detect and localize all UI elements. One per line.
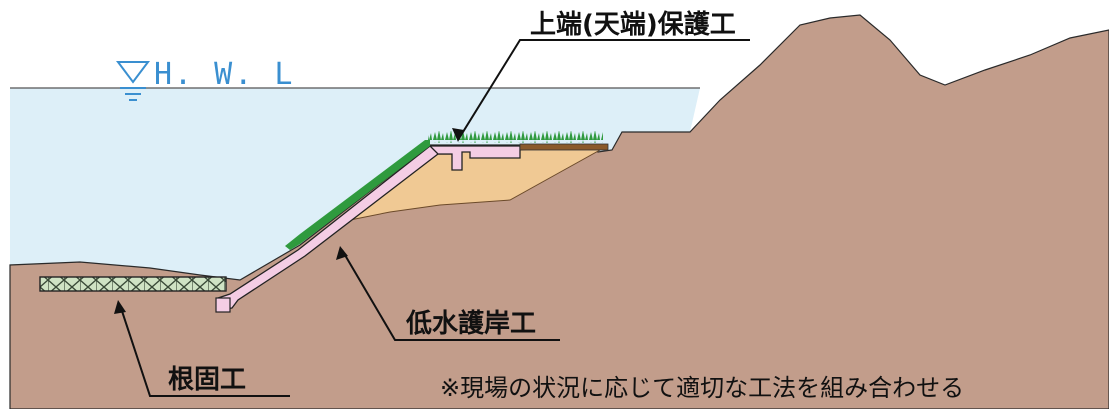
footnote: ※現場の状況に応じて適切な工法を組み合わせる xyxy=(440,374,964,402)
arrow-revetment xyxy=(336,246,348,260)
top-protection-label: 上端(天端)保護工 xyxy=(530,9,736,40)
root-protection-mat xyxy=(39,276,227,292)
leader-top-protection xyxy=(457,39,750,141)
top-protection-shape xyxy=(428,145,521,171)
low-water-revetment-label: 低水護岸工 xyxy=(405,308,536,339)
vegetation-slope xyxy=(285,140,430,250)
leader-revetment xyxy=(341,249,560,341)
water-level-triangle-icon xyxy=(116,61,150,84)
vegetation-top xyxy=(428,131,603,143)
leader-root-protection xyxy=(119,304,290,397)
root-protection-label: 根固工 xyxy=(168,365,246,395)
arrow-root-protection xyxy=(114,300,126,314)
hwl-label: H. W. L xyxy=(154,57,294,92)
toe-block xyxy=(215,297,231,313)
arrow-top-protection xyxy=(452,128,464,142)
top-edge-blocks xyxy=(519,143,609,151)
